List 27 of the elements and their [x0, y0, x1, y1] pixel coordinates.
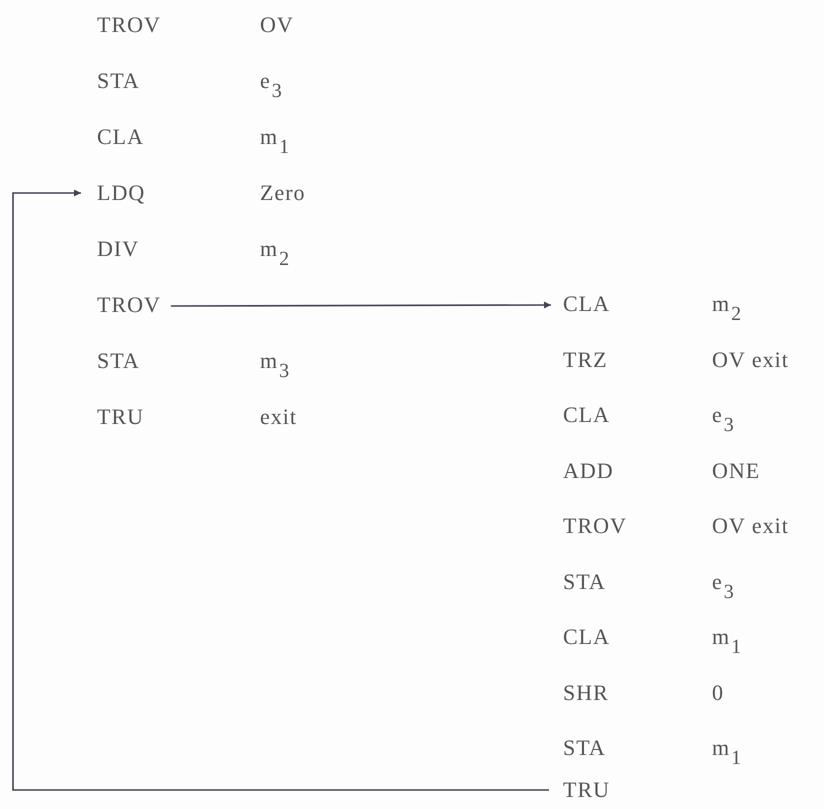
operand-text: ONE: [712, 458, 760, 484]
opcode-text: CLA: [563, 624, 610, 650]
opcode-text: TROV: [97, 292, 161, 318]
operand-text: DIV: [97, 236, 140, 262]
opcode-text: STA: [563, 735, 606, 761]
opcode-text: TRU: [563, 777, 610, 803]
operand-text: 0: [712, 680, 724, 706]
operand-text: OV: [260, 12, 294, 38]
operand-text: OV exit: [712, 513, 789, 539]
operand-text: Zero: [260, 180, 306, 206]
opcode-text: CLA: [563, 402, 610, 428]
operand-text: OV exit: [712, 346, 789, 372]
opcode-text: TRZ: [563, 346, 608, 372]
opcode-text: SHR: [563, 680, 609, 706]
opcode-text: STA: [97, 348, 140, 374]
opcode-text: CLA: [97, 124, 144, 150]
arrow: [170, 302, 551, 309]
opcode-text: ADD: [563, 458, 614, 484]
opcode-text: TROV: [563, 513, 627, 539]
opcode-text: LDQ: [97, 180, 146, 206]
opcode-text: STA: [563, 568, 606, 594]
opcode-text: TRU: [97, 404, 144, 430]
opcode-text: CLA: [563, 291, 610, 317]
opcode-text: TROV: [97, 12, 161, 38]
opcode-text: STA: [97, 68, 140, 94]
operand-text: exit: [260, 404, 297, 430]
arrow: [12, 190, 549, 791]
